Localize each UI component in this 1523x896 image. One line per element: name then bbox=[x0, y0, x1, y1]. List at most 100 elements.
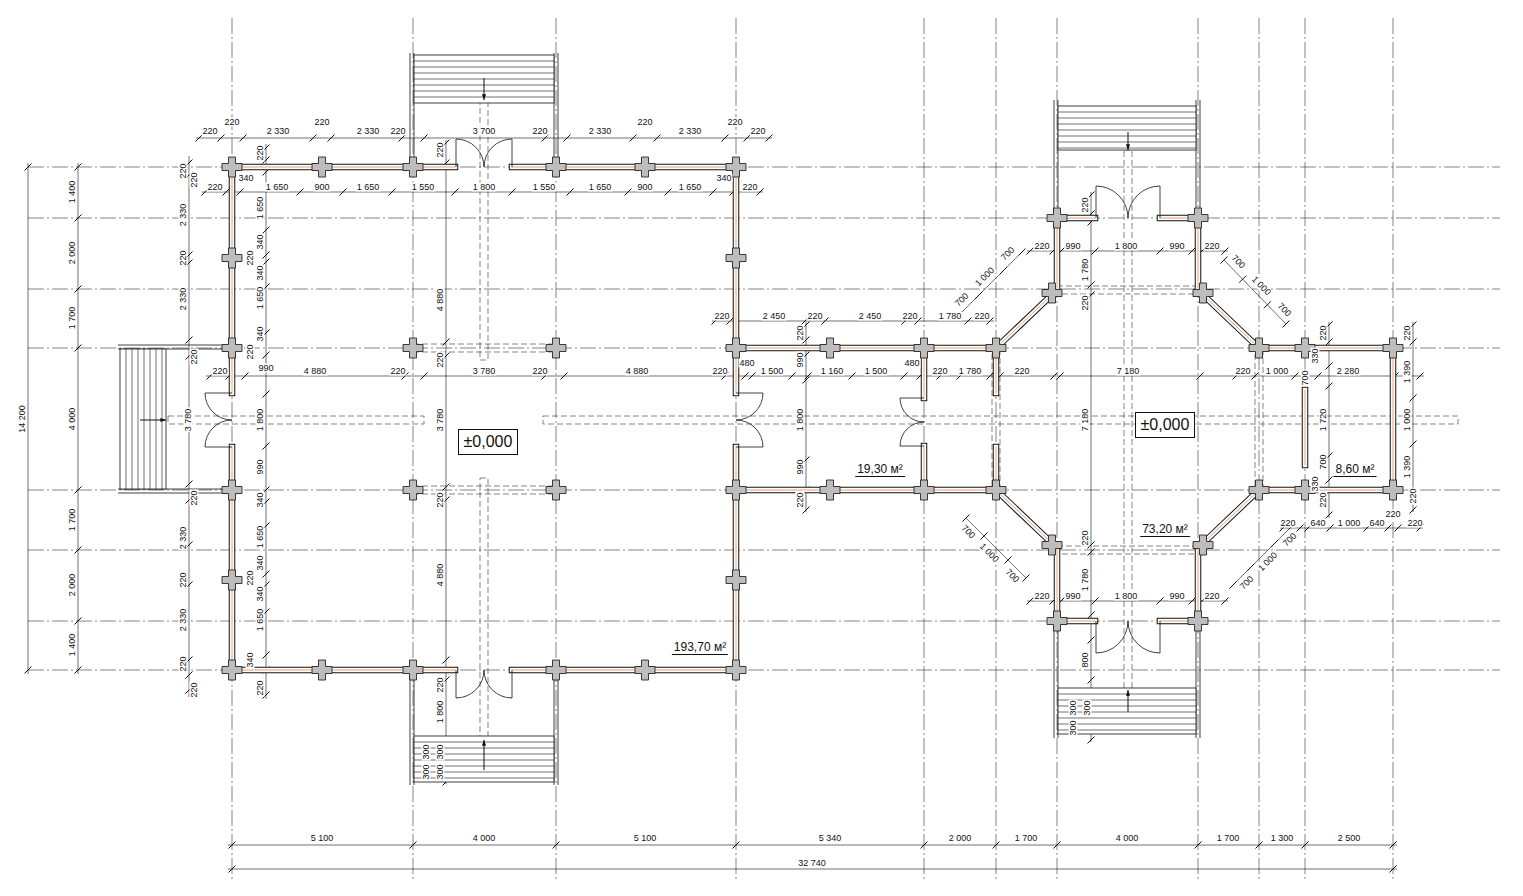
dimension-tick bbox=[901, 373, 908, 380]
log-corner bbox=[986, 338, 1006, 358]
dimension-tick bbox=[297, 189, 304, 196]
dimension-line bbox=[228, 845, 1397, 846]
dimension-line bbox=[266, 144, 267, 699]
dimension-tick bbox=[1088, 677, 1095, 684]
dimension-tick bbox=[340, 189, 347, 196]
log-corner bbox=[222, 570, 242, 590]
log-wall bbox=[1198, 290, 1259, 348]
dimension-text: 220 bbox=[436, 676, 445, 693]
log-wall bbox=[736, 167, 737, 393]
dimension-tick bbox=[1327, 525, 1334, 532]
stair-flight bbox=[120, 349, 166, 489]
dimension-text: 4 000 bbox=[1115, 834, 1140, 843]
dimension-text: 1 650 bbox=[265, 183, 290, 192]
dimension-text: 4 000 bbox=[472, 834, 497, 843]
log-wall bbox=[1198, 548, 1199, 621]
level-mark: ±0,000 bbox=[458, 429, 519, 455]
dimension-tick bbox=[1417, 373, 1424, 380]
dimension-tick bbox=[1221, 257, 1228, 264]
dimension-tick bbox=[1019, 249, 1026, 256]
stair-step bbox=[138, 349, 139, 489]
stair-flight bbox=[1058, 688, 1196, 734]
dimension-text: 900 bbox=[636, 183, 653, 192]
log-corner bbox=[403, 480, 423, 500]
dimension-text: 1 700 bbox=[68, 306, 77, 331]
room-area: 8,60 м² bbox=[1334, 463, 1377, 477]
stair-step bbox=[1058, 124, 1196, 125]
level-text: ±0,000 bbox=[1141, 416, 1190, 434]
dimension-tick bbox=[186, 337, 193, 344]
beam-outlines bbox=[168, 100, 1458, 750]
dimension-text: 3 700 bbox=[472, 127, 497, 136]
door-leaf bbox=[736, 420, 763, 447]
dimension-text: 220 bbox=[901, 312, 918, 321]
dimension-text: 700 bbox=[1281, 531, 1299, 549]
porch-rail bbox=[1200, 625, 1201, 738]
door-leaf bbox=[1128, 186, 1160, 218]
log-wall bbox=[1196, 218, 1201, 290]
dimension-text: 1 800 bbox=[1114, 242, 1139, 251]
axis-line bbox=[232, 18, 233, 880]
log-corner bbox=[914, 338, 934, 358]
log-wall bbox=[230, 167, 235, 393]
dimension-text: 220 bbox=[1033, 242, 1050, 251]
dimension-text: 1 800 bbox=[796, 408, 805, 433]
axis-line bbox=[1259, 18, 1260, 880]
dimension-text: 220 bbox=[246, 343, 255, 360]
dimension-text: 990 bbox=[796, 351, 805, 368]
arrow-head bbox=[482, 94, 486, 100]
dimension-text: 640 bbox=[1309, 519, 1326, 528]
dimension-tick bbox=[1326, 363, 1333, 370]
dimension-tick bbox=[1385, 525, 1392, 532]
log-corner bbox=[726, 480, 746, 500]
porch-rail bbox=[558, 676, 559, 785]
stair-step bbox=[1058, 136, 1196, 137]
log-corner bbox=[1042, 535, 1062, 555]
log-wall bbox=[1057, 218, 1058, 290]
dimension-text: 220 bbox=[531, 127, 548, 136]
dimension-tick bbox=[1410, 507, 1417, 514]
stair-step bbox=[150, 349, 151, 489]
dimension-text: 1 550 bbox=[411, 183, 436, 192]
dimension-text: 640 bbox=[1368, 519, 1385, 528]
stair-step bbox=[132, 349, 133, 489]
double-door bbox=[456, 139, 512, 167]
dimension-tick bbox=[542, 135, 549, 142]
dimension-text: 3 780 bbox=[436, 408, 445, 433]
dimension-tick bbox=[1222, 598, 1229, 605]
log-wall bbox=[1303, 390, 1308, 465]
dimension-text: 2 500 bbox=[1337, 834, 1362, 843]
dimension-tick bbox=[1271, 540, 1278, 547]
dimension-text: 1 650 bbox=[256, 286, 265, 311]
dimension-text: 220 bbox=[1384, 510, 1401, 519]
dimension-text: 220 bbox=[749, 127, 766, 136]
dimension-text: 220 bbox=[931, 367, 948, 376]
door-leaf bbox=[1096, 186, 1128, 218]
dimension-text: 1 720 bbox=[1319, 408, 1328, 433]
log-wall bbox=[996, 490, 1057, 548]
dimension-text: 990 bbox=[1064, 242, 1081, 251]
dimension-tick bbox=[1189, 598, 1196, 605]
dimension-text: 700 bbox=[1275, 301, 1293, 319]
dimension-text: 220 bbox=[1203, 242, 1220, 251]
dimension-text: 220 bbox=[436, 351, 445, 368]
dimension-text: 340 bbox=[715, 174, 732, 183]
dimension-text: 1 780 bbox=[1081, 258, 1090, 283]
dimension-tick bbox=[749, 373, 756, 380]
dimension-text: 220 bbox=[179, 162, 188, 179]
dimension-text: 220 bbox=[190, 681, 199, 698]
dimension-text: 220 bbox=[796, 491, 805, 508]
dimension-tick bbox=[509, 189, 516, 196]
log-wall bbox=[996, 290, 1057, 348]
log-wall bbox=[996, 290, 1057, 348]
stair-step bbox=[1058, 130, 1196, 131]
dimension-text: 340 bbox=[256, 264, 265, 281]
log-wall bbox=[1054, 548, 1061, 621]
dimension-tick bbox=[654, 135, 661, 142]
dimension-tick bbox=[240, 135, 247, 142]
log-wall bbox=[1259, 345, 1393, 352]
dimension-text: 1 390 bbox=[1403, 455, 1412, 480]
door-leaf bbox=[205, 420, 232, 447]
dimension-text: 1 700 bbox=[1014, 834, 1039, 843]
dimension-text: 990 bbox=[796, 458, 805, 475]
